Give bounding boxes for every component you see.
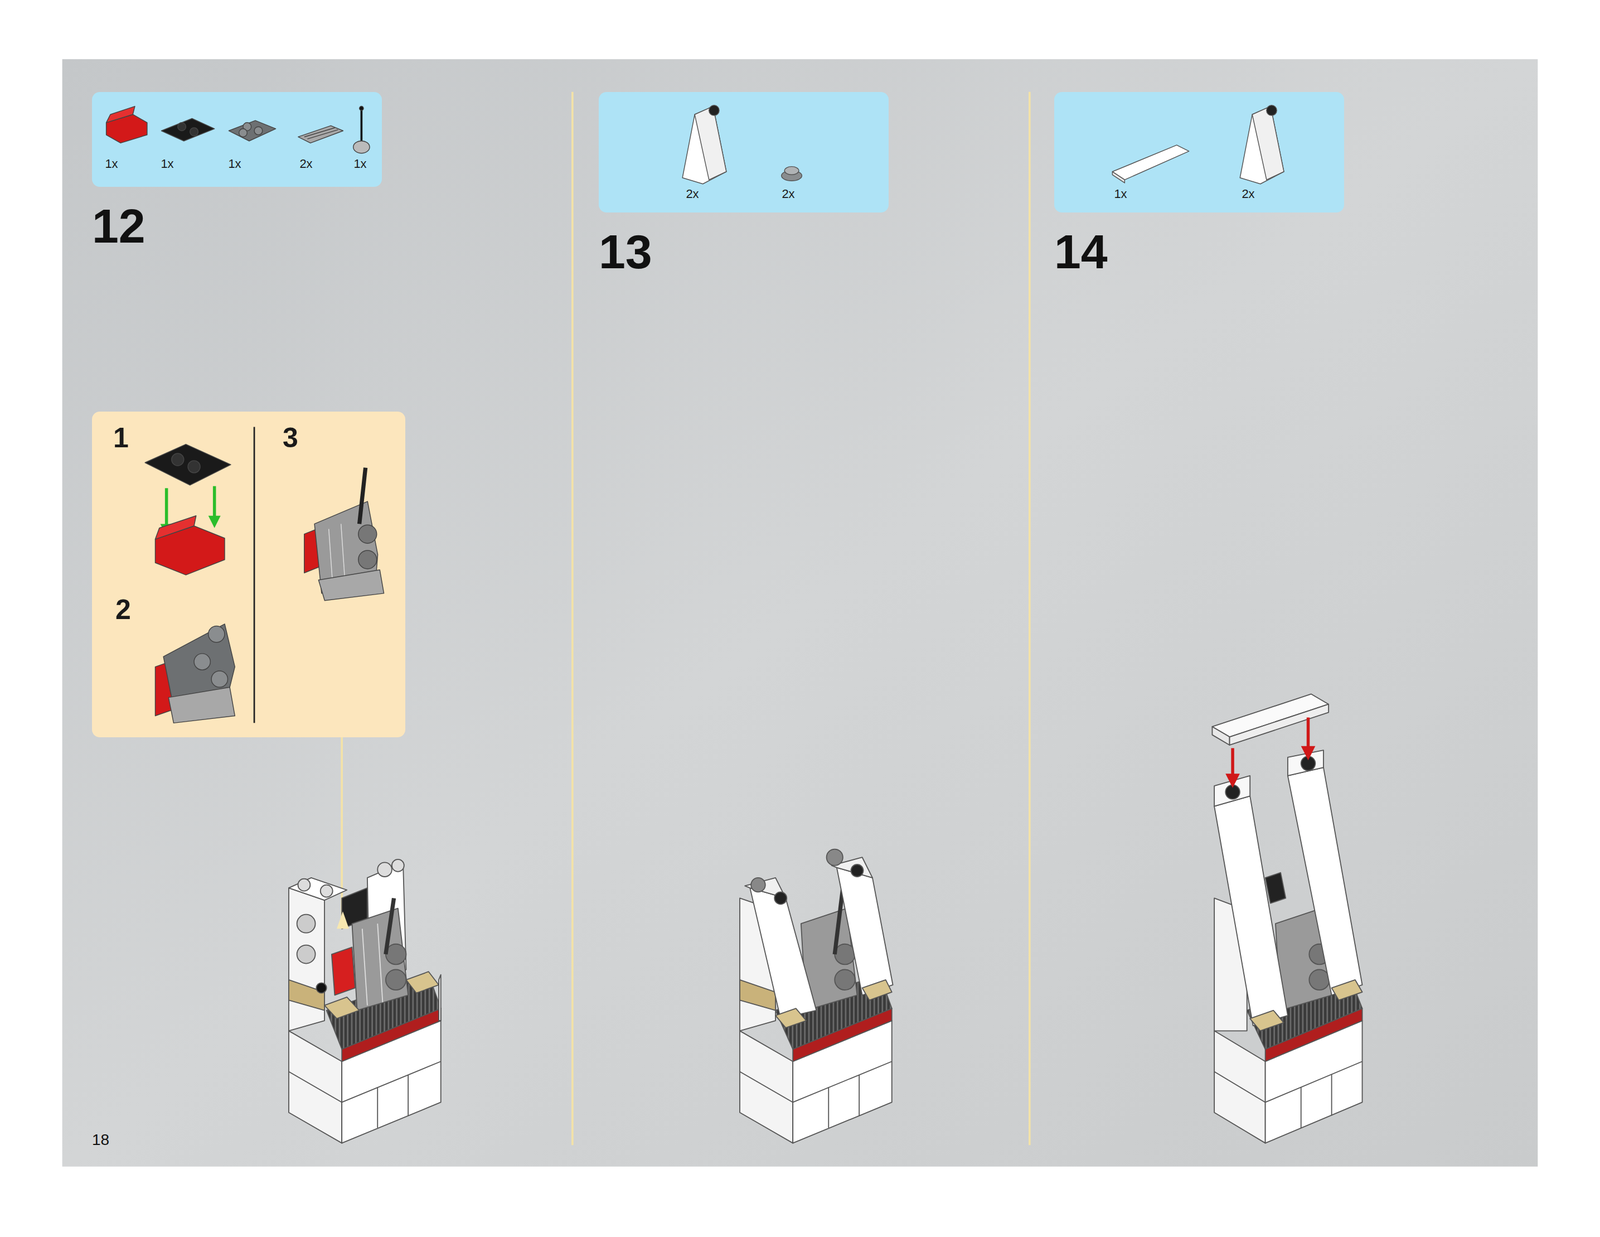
part-quantity: 1x	[104, 157, 118, 171]
part-quantity: 2x	[1241, 187, 1255, 201]
sub-step-number: 2	[115, 595, 132, 624]
part-quantity: 1x	[1113, 187, 1127, 201]
part-quantity: 2x	[781, 187, 795, 201]
part-quantity: 1x	[228, 157, 241, 171]
parts-list-panel: 1x 1x 1x 2x 1x	[91, 91, 382, 187]
part-quantity: 1x	[353, 157, 367, 171]
step-number: 12	[91, 201, 146, 250]
sub-step-number: 1	[113, 423, 129, 452]
parts-icons	[1054, 91, 1345, 213]
page-number: 18	[91, 1131, 110, 1148]
parts-list-panel: 2x 2x	[598, 91, 889, 213]
step-number: 13	[598, 227, 653, 276]
parts-icons	[91, 91, 382, 187]
sub-assembly-steps	[91, 411, 406, 738]
parts-list-panel: 1x 2x	[1054, 91, 1345, 213]
sub-assembly-callout: 1 2 3	[91, 411, 406, 738]
part-quantity: 2x	[299, 157, 313, 171]
part-quantity: 2x	[685, 187, 699, 201]
parts-icons	[598, 91, 889, 213]
step-number: 14	[1054, 227, 1108, 276]
part-quantity: 1x	[160, 157, 174, 171]
sub-step-number: 3	[282, 423, 299, 452]
